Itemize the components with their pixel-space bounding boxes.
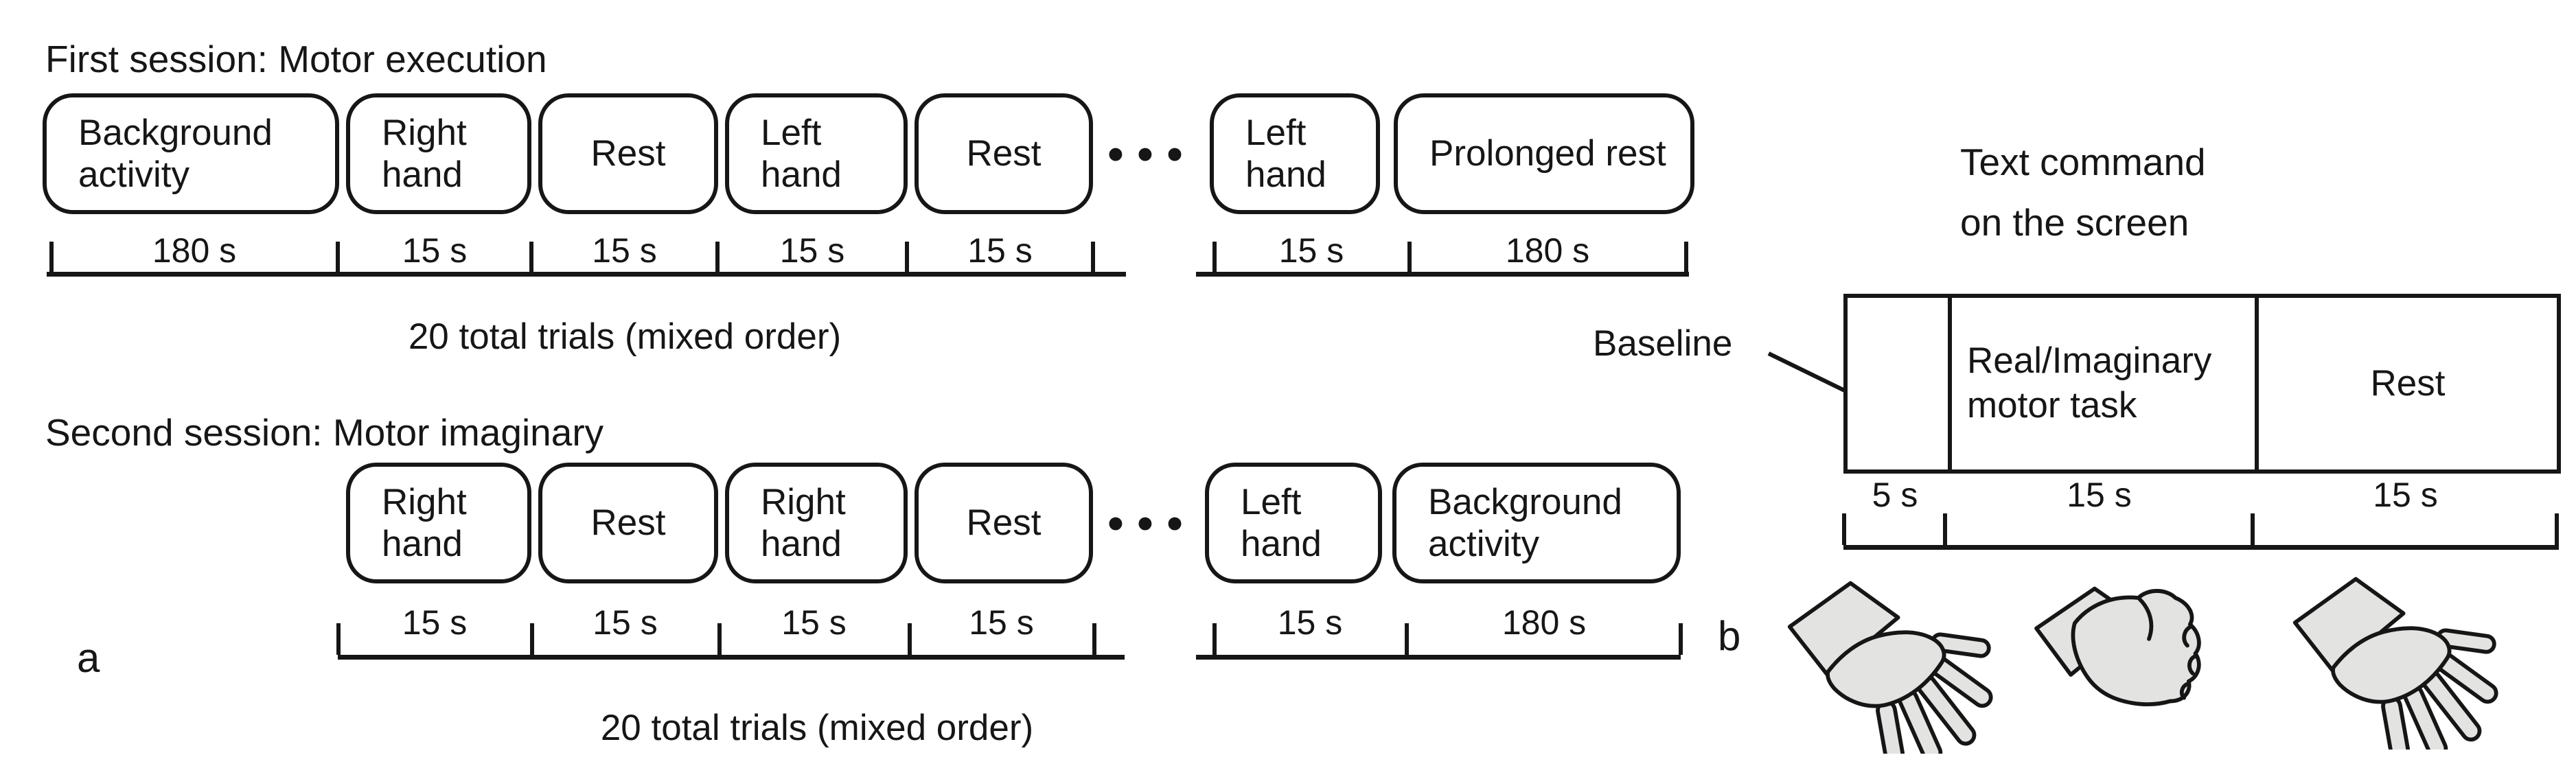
duration-label: 15 s: [779, 231, 845, 270]
duration-label: 15 s: [2373, 476, 2438, 514]
s1-box-left-hand-2: Left hand: [1210, 93, 1380, 214]
timeline-tick: [715, 242, 720, 273]
timeline-tick: [1407, 242, 1412, 273]
timeline-tick: [908, 623, 912, 655]
ellipsis-dots: •••: [1107, 128, 1197, 179]
s2-box-rest-1: Rest: [538, 463, 718, 583]
session2-title: Second session: Motor imaginary: [45, 411, 604, 454]
duration-label: 5 s: [1872, 476, 1918, 514]
timeline-line: [338, 655, 1125, 660]
s1-box-rest-2: Rest: [915, 93, 1093, 214]
duration-label: 15 s: [592, 231, 657, 270]
s1-box-rest-1: Rest: [538, 93, 718, 214]
ellipsis-dots: •••: [1107, 498, 1197, 548]
timeline-tick: [1405, 623, 1409, 655]
screen-command-box: Real/Imaginary motor task Rest: [1843, 294, 2561, 474]
s2-box-rest-2: Rest: [915, 463, 1093, 583]
timeline-line: [47, 272, 1126, 277]
s2-box-right-hand-1: Right hand: [346, 463, 531, 583]
timeline-tick: [1091, 242, 1095, 273]
timeline-line: [1196, 655, 1681, 660]
s1-box-background-activity: Background activity: [43, 93, 339, 214]
duration-label: 15 s: [593, 603, 658, 642]
duration-label: 180 s: [152, 231, 237, 270]
panel-b-label: b: [1718, 613, 1741, 659]
s1-box-right-hand: Right hand: [346, 93, 531, 214]
s2-box-left-hand: Left hand: [1205, 463, 1382, 583]
screen-cell-task: Real/Imaginary motor task: [1948, 298, 2255, 469]
screen-title-line2: on the screen: [1960, 201, 2189, 244]
panel-a-label: a: [77, 635, 100, 681]
timeline-tick: [905, 242, 909, 273]
baseline-label: Baseline: [1593, 323, 1733, 364]
open-hand-icon: [1785, 575, 1998, 754]
duration-label: 15 s: [781, 603, 847, 642]
duration-label: 180 s: [1502, 603, 1587, 642]
timeline-tick: [1842, 513, 1846, 545]
timeline-tick: [336, 623, 341, 655]
screen-cell-baseline: [1848, 298, 1948, 469]
screen-title-line1: Text command: [1960, 141, 2206, 183]
timeline-tick: [2251, 513, 2255, 545]
s1-box-left-hand-1: Left hand: [725, 93, 908, 214]
session1-title: First session: Motor execution: [45, 38, 547, 80]
timeline-tick: [717, 623, 722, 655]
duration-label: 15 s: [967, 231, 1033, 270]
s1-box-prolonged-rest: Prolonged rest: [1394, 93, 1694, 214]
timeline-tick: [529, 242, 533, 273]
s2-box-right-hand-2: Right hand: [725, 463, 908, 583]
timeline-tick: [2555, 513, 2559, 545]
duration-label: 180 s: [1505, 231, 1590, 270]
timeline-tick: [1212, 623, 1217, 655]
timeline-tick: [1092, 623, 1096, 655]
duration-label: 15 s: [402, 603, 468, 642]
timeline-line: [1843, 545, 2559, 550]
timeline-tick: [530, 623, 534, 655]
duration-label: 15 s: [969, 603, 1034, 642]
duration-label: 15 s: [1278, 231, 1344, 270]
s2-box-background-activity: Background activity: [1392, 463, 1681, 583]
duration-label: 15 s: [2067, 476, 2132, 514]
timeline-tick: [336, 242, 340, 273]
open-hand-icon: [2290, 571, 2503, 750]
timeline-tick: [1212, 242, 1217, 273]
s1-trials-note: 20 total trials (mixed order): [408, 316, 842, 357]
duration-label: 15 s: [1277, 603, 1343, 642]
timeline-tick: [49, 242, 54, 273]
screen-cell-rest: Rest: [2255, 298, 2557, 469]
duration-label: 15 s: [402, 231, 468, 270]
timeline-tick: [1679, 623, 1683, 655]
timeline-tick: [1684, 242, 1688, 273]
s2-trials-note: 20 total trials (mixed order): [600, 708, 1034, 748]
timeline-line: [1196, 272, 1689, 277]
timeline-tick: [1943, 513, 1947, 545]
fist-icon: [2031, 581, 2230, 750]
